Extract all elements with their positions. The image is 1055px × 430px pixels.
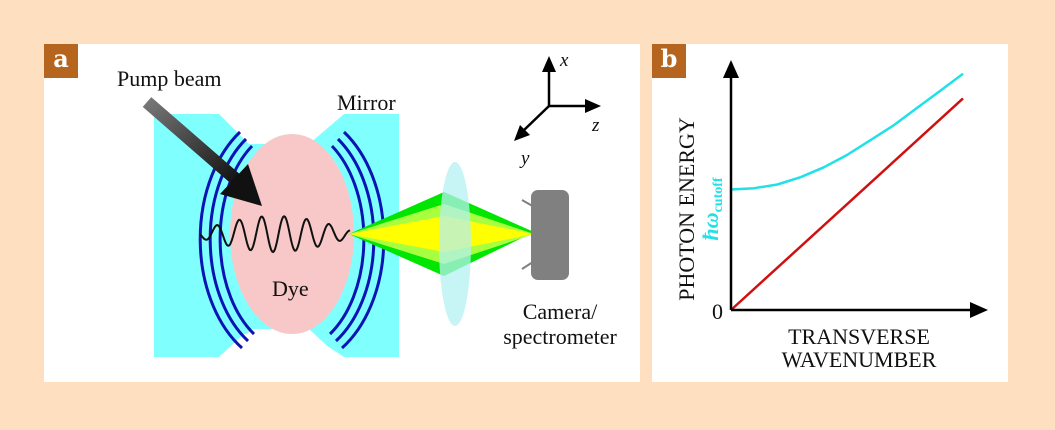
cavity-field-wave [199,215,351,254]
origin-label: 0 [712,299,723,324]
panel-b-tag: b [652,44,686,78]
cutoff-subscript: cutoff [711,177,726,212]
panel-a-setup-diagram: x z y Pump beam Mirror Dye Camera/ spect… [44,44,640,382]
z-axis-arrowhead [585,99,601,113]
dye-region [230,134,354,334]
pump-beam-label: Pump beam [117,66,222,91]
series-line-0 [730,72,964,191]
pump-beam-arrow [142,97,262,206]
left-mirror-coating [198,130,256,350]
dispersion-chart-svg: 0 TRANSVERSE WAVENUMBER PHOTON ENERGY ħω… [674,60,988,372]
axis-y-label: y [519,148,530,169]
x-axis-arrowhead [970,302,988,318]
x-axis-label-line2: WAVENUMBER [782,347,937,372]
camera-label-line1: Camera/ [523,299,598,324]
camera-label-line2: spectrometer [503,324,617,349]
panel-b-dispersion-chart: 0 TRANSVERSE WAVENUMBER PHOTON ENERGY ħω… [652,44,1008,382]
y-axis-arrowhead [514,125,530,141]
cutoff-hbar-omega: ħω [698,212,723,240]
series-line-1 [730,97,964,311]
axis-x-label: x [559,50,569,71]
cutoff-annotation: ħωcutoff [698,177,726,240]
axis-z-label: z [591,115,600,136]
panel-a-tag: a [44,44,78,78]
lens [439,162,471,326]
mirror-label: Mirror [337,90,396,115]
setup-diagram-svg: x z y Pump beam Mirror Dye Camera/ spect… [117,50,617,357]
x-axis-label-line1: TRANSVERSE [788,324,930,349]
dye-label: Dye [272,276,309,301]
cavity-gap-bottom [224,329,339,357]
y-axis-arrowhead [723,60,739,78]
coordinate-axes [521,69,589,133]
y-axis-label: PHOTON ENERGY [674,117,699,301]
x-axis-arrowhead [542,56,556,72]
camera-spectrometer [531,190,569,280]
